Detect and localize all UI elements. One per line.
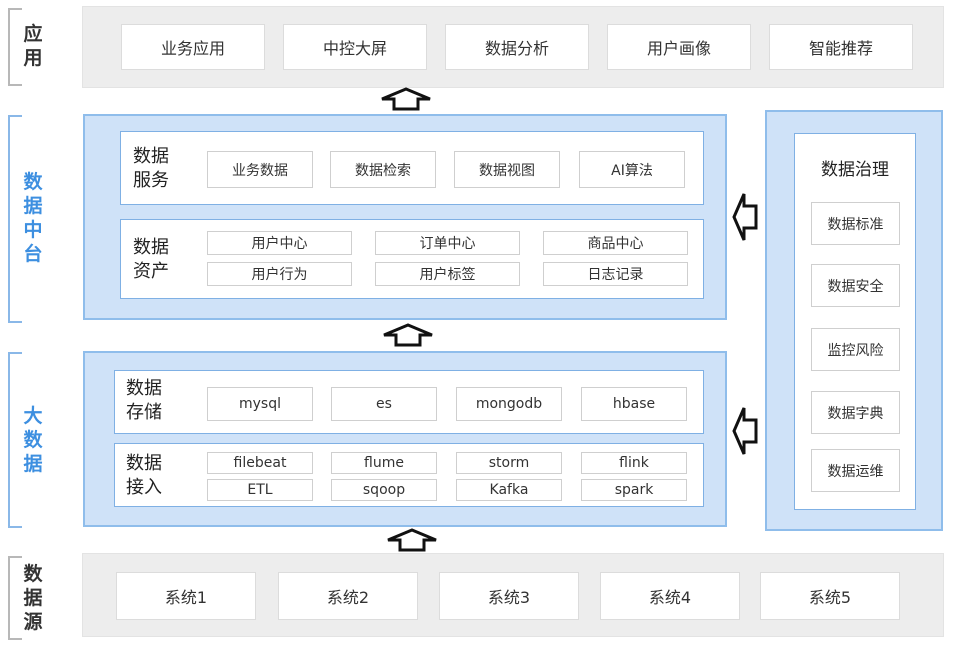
- app-item: 用户画像: [607, 24, 751, 70]
- data-access-item: Kafka: [456, 479, 562, 501]
- data-asset-item: 用户标签: [375, 262, 520, 286]
- data-governance-inner: [794, 133, 916, 510]
- source-item: 系统2: [278, 572, 418, 620]
- data-asset-item: 用户行为: [207, 262, 352, 286]
- governance-item: 数据标准: [811, 202, 900, 245]
- governance-item: 数据字典: [811, 391, 900, 434]
- data-asset-label: 数据 资产: [133, 237, 169, 282]
- data-asset-item: 用户中心: [207, 231, 352, 255]
- data-governance-title: 数据治理: [821, 160, 889, 180]
- bigdata-layer-label: 大 数 据: [23, 405, 43, 475]
- data-access-item: ETL: [207, 479, 313, 501]
- data-access-item: sqoop: [331, 479, 437, 501]
- data-access-item: filebeat: [207, 452, 313, 474]
- data-access-item: storm: [456, 452, 562, 474]
- source-item: 系统1: [116, 572, 256, 620]
- data-access-label: 数据 接入: [126, 453, 162, 498]
- data-access-item: flink: [581, 452, 687, 474]
- data-service-item: 数据视图: [454, 151, 560, 188]
- data-storage-item: mongodb: [456, 387, 562, 421]
- app-item: 数据分析: [445, 24, 589, 70]
- governance-item: 监控风险: [811, 328, 900, 371]
- app-item: 中控大屏: [283, 24, 427, 70]
- data-asset-item: 商品中心: [543, 231, 688, 255]
- data-service-label: 数据 服务: [133, 146, 169, 191]
- source-layer-bracket: [8, 556, 22, 640]
- app-item: 业务应用: [121, 24, 265, 70]
- data-service-item: 数据检索: [330, 151, 436, 188]
- source-item: 系统3: [439, 572, 579, 620]
- middle-layer-bracket: [8, 115, 22, 323]
- arrow-up-icon: [387, 528, 437, 552]
- app-item: 智能推荐: [769, 24, 913, 70]
- data-asset-item: 订单中心: [375, 231, 520, 255]
- data-storage-item: es: [331, 387, 437, 421]
- middle-layer-label: 数 据 中 台: [23, 171, 43, 265]
- data-service-item: 业务数据: [207, 151, 313, 188]
- data-storage-item: mysql: [207, 387, 313, 421]
- bigdata-layer-bracket: [8, 352, 22, 528]
- arrow-up-icon: [383, 323, 433, 347]
- governance-item: 数据运维: [811, 449, 900, 492]
- data-access-item: flume: [331, 452, 437, 474]
- arrow-up-icon: [381, 87, 431, 111]
- arrow-left-icon: [732, 407, 758, 455]
- data-storage-item: hbase: [581, 387, 687, 421]
- data-service-item: AI算法: [579, 151, 685, 188]
- app-layer-label: 应 用: [23, 23, 43, 69]
- arrow-left-icon: [732, 193, 758, 241]
- data-storage-label: 数据 存储: [126, 378, 162, 423]
- source-layer-label: 数 据 源: [23, 563, 43, 633]
- governance-item: 数据安全: [811, 264, 900, 307]
- source-item: 系统4: [600, 572, 740, 620]
- source-item: 系统5: [760, 572, 900, 620]
- data-access-item: spark: [581, 479, 687, 501]
- app-layer-bracket: [8, 8, 22, 86]
- data-asset-item: 日志记录: [543, 262, 688, 286]
